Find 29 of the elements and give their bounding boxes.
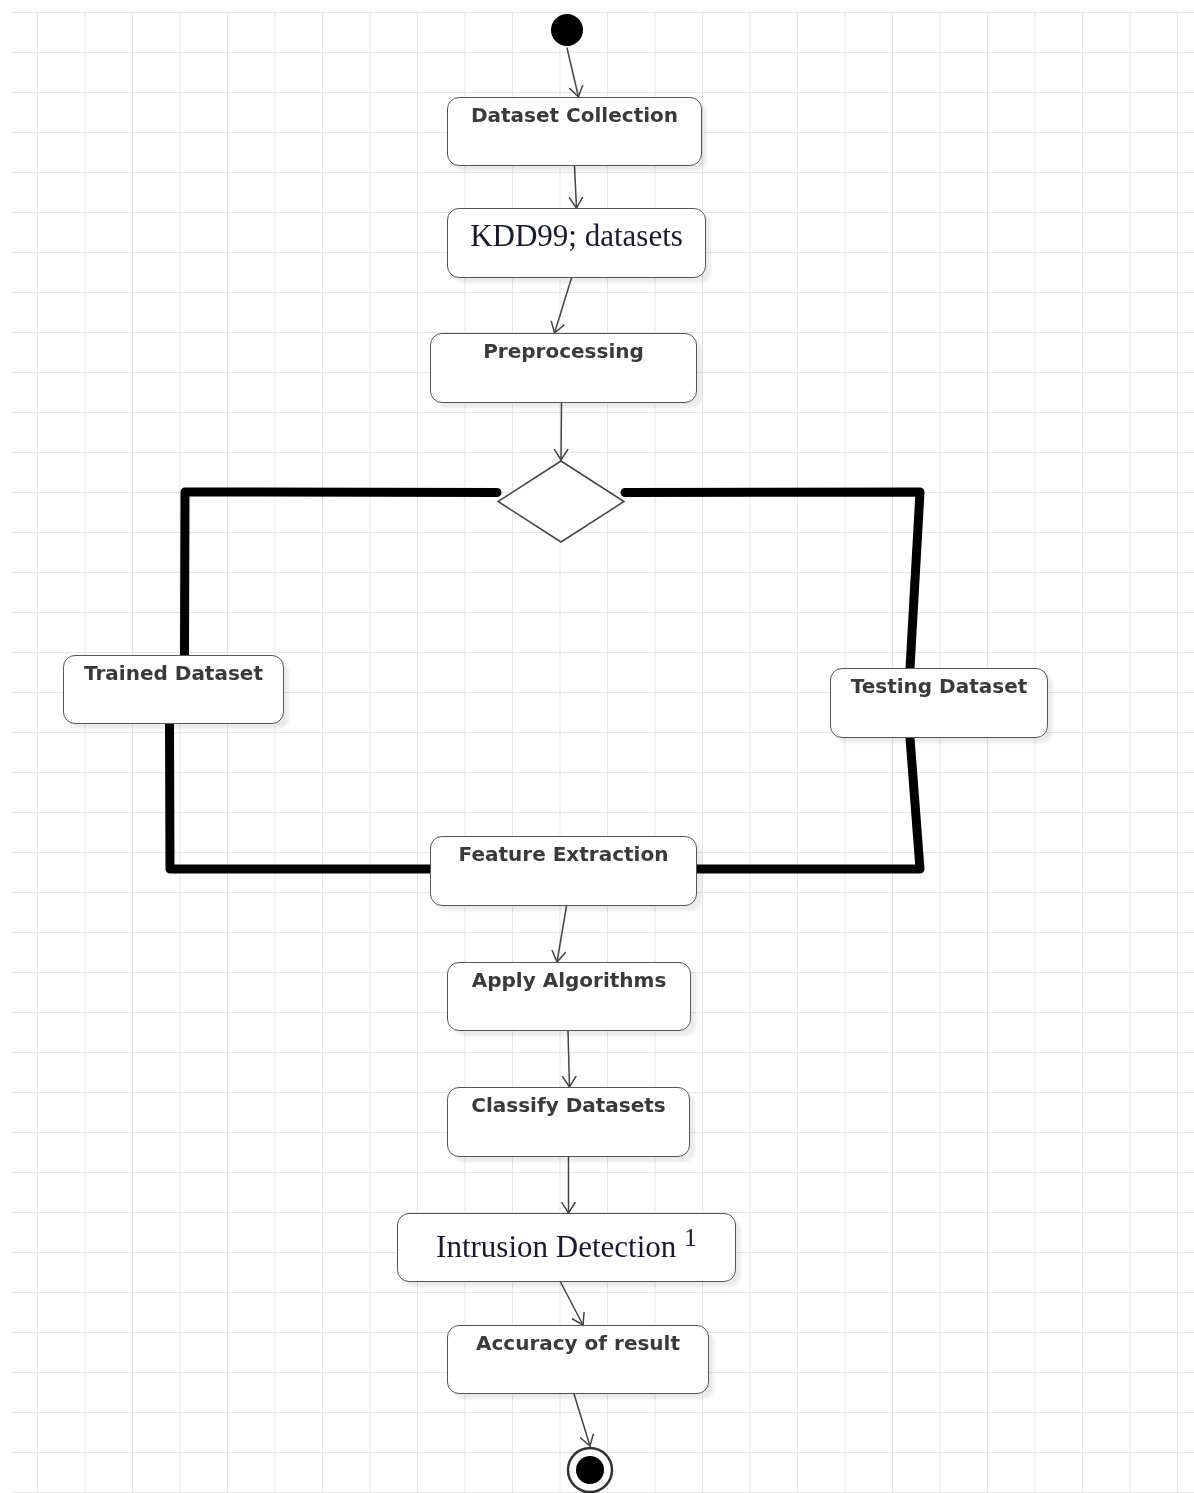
activity-label: Testing Dataset <box>850 674 1028 698</box>
activity-label: Preprocessing <box>483 339 644 363</box>
activity-box <box>830 668 1048 738</box>
activity-label: Intrusion Detection $^{1}$ <box>436 1229 697 1265</box>
arrow <box>566 47 584 98</box>
arrow <box>553 402 569 461</box>
activity-label: Apply Algorithms <box>471 968 667 992</box>
activity-box <box>63 655 284 724</box>
activity-label: Dataset Collection <box>470 103 679 127</box>
activity-box <box>447 1325 709 1394</box>
arrow <box>573 1393 595 1447</box>
activity-box <box>447 97 702 166</box>
arrow <box>559 1281 585 1326</box>
activity-box <box>447 208 706 278</box>
activity-label: Trained Dataset <box>84 661 263 685</box>
activity-label: KDD99; datasets <box>470 218 683 253</box>
arrow <box>561 1030 577 1088</box>
activity-box <box>447 1087 690 1157</box>
activity-box <box>397 1213 736 1282</box>
arrow <box>568 165 584 209</box>
activity-box <box>430 836 697 906</box>
activity-label: Accuracy of result <box>475 1331 680 1355</box>
arrow <box>551 905 568 963</box>
activity-box <box>447 962 691 1031</box>
arrow <box>550 277 573 334</box>
activity-label: Feature Extraction <box>458 842 669 866</box>
arrow <box>560 1156 577 1214</box>
activity-box <box>430 333 697 403</box>
activity-label: Classify Datasets <box>471 1093 666 1117</box>
